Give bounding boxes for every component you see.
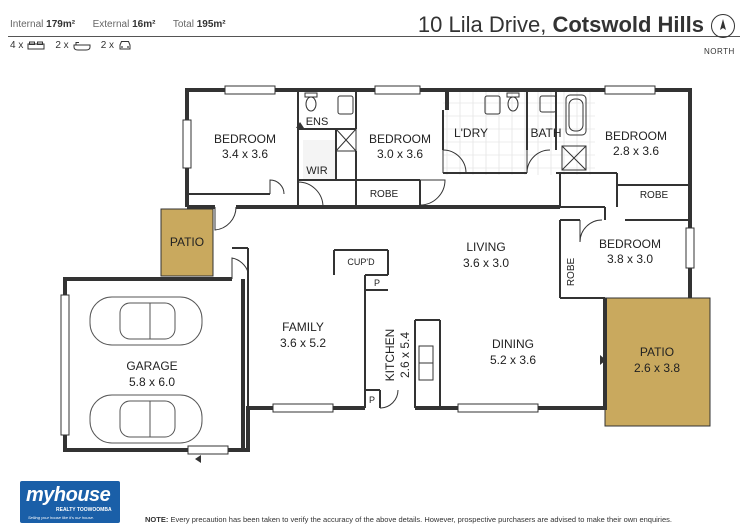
logo-tagline: Selling your house like it's our house. [28,515,94,520]
note-text: Every precaution has been taken to verif… [170,515,672,524]
patio-large-size: 2.6 x 3.8 [634,361,680,375]
bath-count: 2 x [55,40,69,51]
external-label: External [92,19,130,30]
basin-icon [337,95,557,115]
area-stats: Internal 179m² External 16m² Total 195m² [10,19,226,30]
windows [60,85,695,455]
compass-icon [711,14,735,38]
bath-icon [73,41,91,50]
bedroom4-size: 3.8 x 3.0 [607,252,653,266]
car-icon [119,41,131,50]
robe-label-4: ROBE [566,258,577,287]
family-name: FAMILY [282,320,324,334]
sink-icon [418,345,434,381]
cupd-label: CUP'D [347,257,375,267]
bedroom1-size: 3.4 x 3.6 [222,147,268,161]
living-name: LIVING [466,240,505,254]
internal-label: Internal [10,19,44,30]
wet-area-tiles [443,90,595,175]
dining-size: 5.2 x 3.6 [490,353,536,367]
toilet-icon [304,92,520,112]
bed-icon [27,41,45,49]
bathtub-icon [565,94,587,136]
bedroom3-size: 2.8 x 3.6 [613,144,659,158]
bedroom1-name: BEDROOM [214,132,276,146]
total-label: Total [172,19,194,30]
ldry-label: L'DRY [454,126,488,140]
pantry-label-2: P [369,395,375,405]
wir-label: WIR [306,165,327,177]
shower-bath [561,145,587,171]
logo-sub: REALTY TOOWOOMBA [56,507,112,513]
robe-label-3: ROBE [640,190,669,201]
bedroom4-name: BEDROOM [599,237,661,251]
address-street: 10 Lila Drive, [417,12,547,37]
door-arrows [195,122,606,463]
header-divider [8,36,740,37]
bedroom2-size: 3.0 x 3.6 [377,147,423,161]
bed-count: 4 x [10,40,24,51]
bedroom2-name: BEDROOM [369,132,431,146]
doors [214,149,606,409]
feature-counts: 4 x 2 x 2 x [10,40,132,51]
garage-name: GARAGE [126,359,177,373]
total-value: 195m² [196,19,226,30]
patio-small-label: PATIO [170,235,204,249]
shower-ensuite [335,128,357,152]
ens-label: ENS [306,116,329,128]
dining-name: DINING [492,337,534,351]
property-address: 10 Lila Drive, Cotswold Hills [418,12,704,38]
logo-brand: myhouse [26,484,111,506]
car-count: 2 x [100,40,115,51]
disclaimer-note: NOTE: Every precaution has been taken to… [145,515,672,524]
internal-value: 179m² [46,19,76,30]
kitchen-name: KITCHEN [383,329,397,382]
robe-label-2: ROBE [370,189,399,200]
garage-size: 5.8 x 6.0 [129,375,175,389]
patio-large-area [604,297,711,427]
car-top-view-2 [89,394,203,444]
note-label: NOTE: [145,515,169,524]
address-locality: Cotswold Hills [552,12,704,37]
car-top-view-1 [89,296,203,346]
external-value: 16m² [132,19,156,30]
kitchen-size: 2.6 x 5.4 [398,332,412,378]
bedroom3-name: BEDROOM [605,129,667,143]
compass-label: NORTH [704,47,735,56]
agency-logo: myhouse REALTY TOOWOOMBA Selling your ho… [20,481,120,523]
pantry-label-1: P [374,278,380,288]
bath-label: BATH [530,126,561,140]
family-size: 3.6 x 5.2 [280,336,326,350]
patio-large-name: PATIO [640,345,674,359]
living-size: 3.6 x 3.0 [463,256,509,270]
